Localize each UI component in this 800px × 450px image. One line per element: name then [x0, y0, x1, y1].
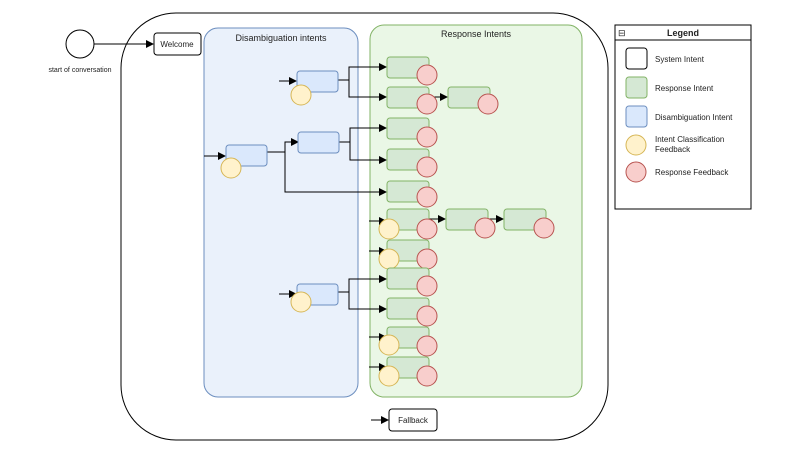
- legend-swatch-response-feedback: [625, 161, 647, 183]
- disambiguation-intent: [297, 131, 340, 154]
- fallback-label: Fallback: [398, 416, 429, 425]
- disambiguation-intents: [220, 70, 340, 313]
- legend-label-classification-feedback: Intent Classification Feedback: [655, 135, 727, 154]
- response-feedback: [416, 248, 438, 270]
- legend-swatch-system: [625, 47, 648, 70]
- legend-collapse-icon[interactable]: ⊟: [618, 28, 626, 38]
- legend-swatch-response: [625, 76, 648, 99]
- legend-label-line: Intent Classification: [655, 135, 724, 144]
- response-feedback: [477, 93, 499, 115]
- response-feedback: [416, 335, 438, 357]
- legend-label-system: System Intent: [655, 55, 705, 64]
- response-intents: [378, 56, 555, 387]
- fallback-node: [388, 408, 438, 432]
- welcome-label: Welcome: [160, 40, 194, 49]
- welcome-node: [153, 32, 202, 56]
- intent-classification-feedback: [378, 248, 400, 270]
- response-feedback: [416, 64, 438, 86]
- response-feedback: [533, 217, 555, 239]
- legend-label-response-feedback: Response Feedback: [655, 168, 729, 177]
- intent-classification-feedback: [378, 365, 400, 387]
- response-feedback: [416, 126, 438, 148]
- legend-label-disambiguation: Disambiguation Intent: [655, 113, 733, 122]
- intent-classification-feedback: [378, 218, 400, 240]
- response-feedback: [416, 156, 438, 178]
- intent-classification-feedback: [378, 334, 400, 356]
- response-title: Response Intents: [441, 29, 512, 39]
- intent-classification-feedback: [290, 84, 312, 106]
- legend-swatch-classification-feedback: [625, 134, 647, 156]
- response-feedback: [474, 217, 496, 239]
- legend-label-response: Response Intent: [655, 84, 714, 93]
- connectors: [204, 63, 504, 371]
- response-feedback: [416, 93, 438, 115]
- start-label: start of conversation: [48, 67, 111, 74]
- disambiguation-title: Disambiguation intents: [235, 33, 327, 43]
- legend: ⊟ Legend System Intent Response Intent D…: [614, 24, 752, 210]
- legend-title: Legend: [667, 28, 699, 38]
- response-feedback: [416, 218, 438, 240]
- intent-classification-feedback: [290, 291, 312, 313]
- intent-classification-feedback: [220, 157, 242, 179]
- response-feedback: [416, 365, 438, 387]
- legend-swatch-disambiguation: [625, 105, 648, 128]
- response-feedback: [416, 305, 438, 327]
- start-node: [65, 29, 95, 59]
- legend-label-line: Feedback: [655, 145, 691, 154]
- response-feedback: [416, 186, 438, 208]
- response-feedback: [416, 275, 438, 297]
